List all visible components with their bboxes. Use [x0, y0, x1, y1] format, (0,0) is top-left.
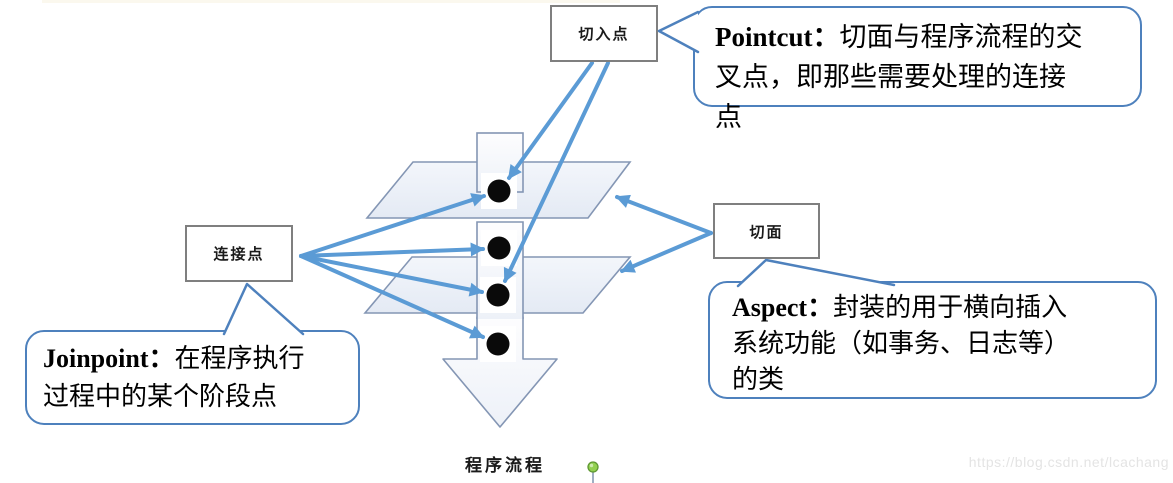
- program-flow-label: 程序流程: [465, 456, 545, 475]
- pointcut-callout-desc: 切面与程序流程的交叉点，即那些需要处理的连接点: [715, 22, 1083, 132]
- arrow-pointcut-to-dot1: [507, 61, 594, 180]
- green-map-pin-icon: [587, 461, 599, 483]
- top-edge-artifact: [42, 0, 620, 3]
- arrow-joinpoint-to-dot1: [299, 193, 486, 258]
- arrow-joinpoint-to-dot3: [299, 254, 484, 297]
- joinpoint-dot-4: [486, 332, 510, 356]
- joinpoint-box: 连接点: [185, 225, 293, 282]
- watermark-url: https://blog.csdn.net/lcachang: [968, 454, 1169, 470]
- arrow-joinpoint-to-dot4: [299, 254, 485, 339]
- arrow-aspect-to-top-plane: [615, 194, 713, 235]
- joinpoint-dot-2: [487, 236, 511, 260]
- program-flow-arrow: [442, 316, 558, 428]
- aspect-callout-desc: 封装的用于横向插入系统功能（如事务、日志等）的类: [732, 293, 1071, 394]
- joinpoint-callout-term: Joinpoint：: [43, 344, 175, 373]
- aspect-box-label: 切面: [749, 223, 784, 241]
- joinpoint-callout: Joinpoint：在程序执行过程中的某个阶段点: [25, 330, 360, 425]
- pointcut-callout: Pointcut：切面与程序流程的交叉点，即那些需要处理的连接点: [693, 6, 1142, 132]
- joinpoint-dot-1: [487, 179, 511, 203]
- flow-shaft-middle-outline: [476, 221, 524, 319]
- pointcut-box-label: 切入点: [578, 26, 630, 43]
- aspect-callout: Aspect：封装的用于横向插入系统功能（如事务、日志等）的类: [708, 281, 1157, 399]
- joinpoint-box-label: 连接点: [213, 246, 265, 263]
- pointcut-callout-term: Pointcut：: [715, 22, 840, 52]
- arrow-pointcut-to-dot3: [503, 61, 610, 283]
- joinpoint-dot-3: [486, 283, 510, 307]
- aspect-box: 切面: [713, 203, 820, 259]
- aspect-callout-term: Aspect：: [732, 293, 834, 322]
- arrow-joinpoint-to-dot2: [299, 242, 485, 258]
- arrow-aspect-to-bottom-plane: [620, 231, 713, 273]
- joinpoint-callout-desc: 在程序执行过程中的某个阶段点: [43, 344, 305, 411]
- pointcut-box: 切入点: [550, 5, 658, 62]
